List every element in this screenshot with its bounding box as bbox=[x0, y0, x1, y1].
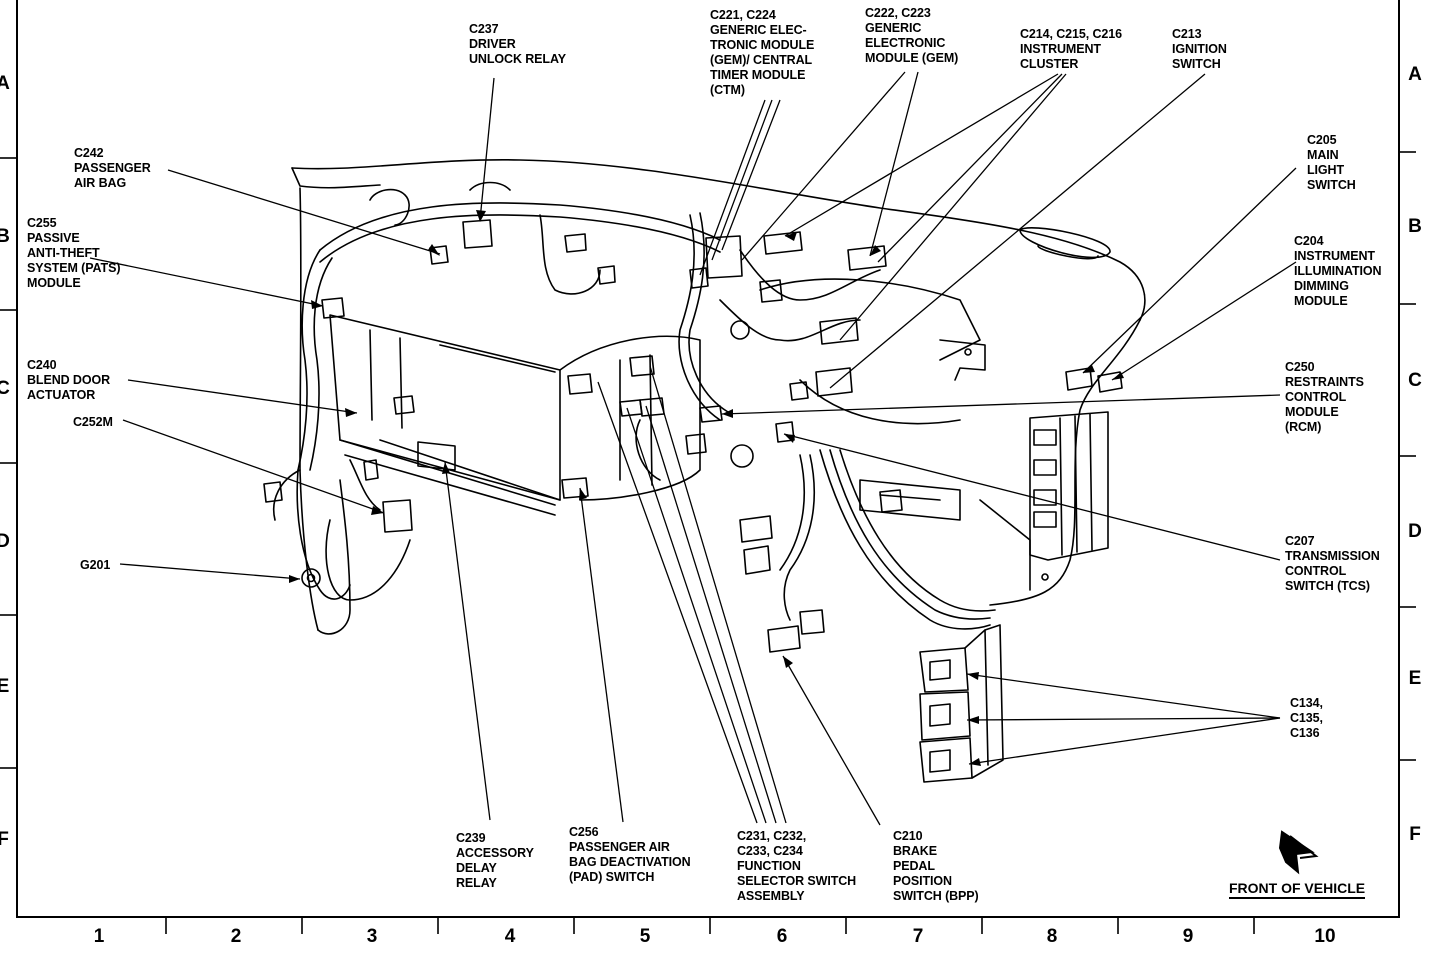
col-number-4: 4 bbox=[504, 926, 516, 947]
row-letter-right-b: B bbox=[1408, 216, 1422, 237]
label-c204: C204 INSTRUMENT ILLUMINATION DIMMING MOD… bbox=[1294, 234, 1382, 308]
label-c237: C237 DRIVER UNLOCK RELAY bbox=[469, 22, 566, 66]
diagram-frame bbox=[16, 0, 1400, 918]
col-number-5: 5 bbox=[639, 926, 651, 947]
row-letter-right-c: C bbox=[1408, 370, 1422, 391]
row-letter-right-a: A bbox=[1408, 64, 1422, 85]
label-c210: C210 BRAKE PEDAL POSITION SWITCH (BPP) bbox=[893, 829, 979, 903]
label-c214-c216: C214, C215, C216 INSTRUMENT CLUSTER bbox=[1020, 27, 1122, 71]
row-letter-left-a: A bbox=[0, 73, 10, 94]
front-of-vehicle-label: FRONT OF VEHICLE bbox=[1229, 880, 1366, 899]
label-c256: C256 PASSENGER AIR BAG DEACTIVATION (PAD… bbox=[569, 825, 691, 884]
col-number-8: 8 bbox=[1046, 926, 1058, 947]
col-number-6: 6 bbox=[776, 926, 788, 947]
row-letter-left-c: C bbox=[0, 378, 10, 399]
col-number-10: 10 bbox=[1314, 926, 1336, 947]
label-c222-c223: C222, C223 GENERIC ELECTRONIC MODULE (GE… bbox=[865, 6, 959, 65]
label-c240: C240 BLEND DOOR ACTUATOR bbox=[27, 358, 111, 402]
col-number-3: 3 bbox=[366, 926, 378, 947]
label-c252m: C252M bbox=[73, 415, 113, 429]
label-c242: C242 PASSENGER AIR BAG bbox=[74, 146, 151, 190]
label-c205: C205 MAIN LIGHT SWITCH bbox=[1307, 133, 1356, 192]
label-c213: C213 IGNITION SWITCH bbox=[1172, 27, 1227, 71]
label-c255: C255 PASSIVE ANTI-THEFT SYSTEM (PATS) MO… bbox=[27, 216, 121, 290]
label-c221-c224: C221, C224 GENERIC ELEC- TRONIC MODULE (… bbox=[710, 8, 815, 97]
row-letter-right-f: F bbox=[1409, 824, 1421, 845]
row-letter-right-e: E bbox=[1408, 668, 1422, 689]
row-letter-right-d: D bbox=[1408, 521, 1422, 542]
col-number-1: 1 bbox=[93, 926, 105, 947]
row-letter-left-e: E bbox=[0, 676, 10, 697]
label-c250: C250 RESTRAINTS CONTROL MODULE (RCM) bbox=[1285, 360, 1364, 434]
col-number-7: 7 bbox=[912, 926, 924, 947]
row-letter-left-b: B bbox=[0, 226, 10, 247]
label-c207: C207 TRANSMISSION CONTROL SWITCH (TCS) bbox=[1285, 534, 1380, 593]
col-number-9: 9 bbox=[1182, 926, 1194, 947]
label-c231-c234: C231, C232, C233, C234 FUNCTION SELECTOR… bbox=[737, 829, 857, 903]
row-letter-left-d: D bbox=[0, 531, 10, 552]
front-arrow-icon bbox=[1278, 830, 1319, 875]
label-g201: G201 bbox=[80, 558, 111, 572]
row-letter-left-f: F bbox=[0, 829, 9, 850]
label-c134-c136: C134, C135, C136 bbox=[1290, 696, 1323, 740]
col-number-2: 2 bbox=[230, 926, 242, 947]
label-c239: C239 ACCESSORY DELAY RELAY bbox=[456, 831, 534, 890]
